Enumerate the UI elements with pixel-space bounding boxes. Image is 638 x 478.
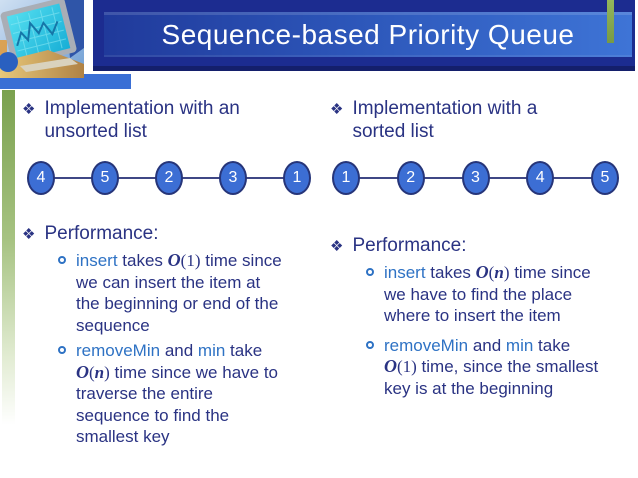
sequence-node: 1 (283, 161, 311, 195)
sequence-node: 3 (461, 161, 490, 195)
left-heading: ❖ Implementation with an unsorted list (22, 97, 290, 143)
left-green-bar (2, 90, 15, 425)
right-heading-text: Implementation with a sorted list (352, 98, 538, 142)
node-label: 4 (36, 169, 46, 186)
left-performance-list: insert takes O(1) time since we can inse… (58, 250, 284, 448)
banner-bottom-edge (93, 66, 635, 71)
insert-sorted-text: insert takes O(n) time since we have to … (384, 262, 591, 325)
title-banner: Sequence-based Priority Queue (93, 0, 635, 71)
computer-photo-art (0, 0, 84, 78)
circle-bullet-icon (58, 346, 66, 354)
sequence-node: 4 (526, 161, 555, 195)
sequence-node: 5 (591, 161, 619, 195)
sequence-node: 3 (219, 161, 247, 195)
node-label: 2 (164, 169, 174, 186)
diamond-bullet-icon: ❖ (330, 238, 344, 255)
removemin-unsorted-text: removeMin and min take O(n) time since w… (76, 341, 279, 446)
left-performance-label: Performance: (44, 223, 159, 244)
diamond-bullet-icon: ❖ (330, 101, 344, 118)
list-item: removeMin and min take O(n) time since w… (58, 340, 284, 448)
unsorted-list-diagram: 4 5 2 3 1 (27, 161, 311, 195)
node-label: 3 (471, 169, 480, 186)
sequence-node: 1 (332, 161, 360, 195)
insert-unsorted-text: insert takes O(1) time since we can inse… (76, 250, 282, 335)
sequence-node: 4 (27, 161, 55, 195)
banner-green-accent (607, 0, 614, 43)
node-label: 1 (341, 169, 351, 186)
node-label: 2 (406, 169, 416, 186)
node-label: 1 (292, 169, 302, 186)
node-label: 3 (228, 169, 238, 186)
list-item: insert takes O(1) time since we can inse… (58, 250, 284, 336)
right-heading: ❖ Implementation with a sorted list (330, 97, 598, 143)
sequence-node: 5 (91, 161, 119, 195)
circle-bullet-icon (366, 340, 374, 349)
computer-photo (0, 0, 84, 78)
node-label: 5 (100, 169, 110, 186)
left-heading-text: Implementation with an unsorted list (44, 98, 240, 142)
circle-bullet-icon (58, 256, 66, 264)
list-item: insert takes O(n) time since we have to … (366, 262, 602, 327)
title-banner-inner: Sequence-based Priority Queue (104, 12, 632, 57)
right-performance-label: Performance: (352, 235, 467, 256)
list-item: removeMin and min take O(1) time, since … (366, 335, 602, 400)
right-performance-heading: ❖ Performance: (330, 234, 467, 258)
diamond-bullet-icon: ❖ (22, 226, 36, 243)
page-title: Sequence-based Priority Queue (161, 18, 575, 50)
sequence-node: 2 (396, 161, 425, 195)
left-performance-heading: ❖ Performance: (22, 222, 159, 246)
circle-bullet-icon (366, 268, 374, 276)
node-label: 4 (535, 169, 545, 186)
removemin-sorted-text: removeMin and min take O(1) time, since … (384, 335, 599, 398)
node-label: 5 (600, 169, 610, 186)
diamond-bullet-icon: ❖ (22, 101, 36, 118)
sorted-list-diagram: 1 2 3 4 5 (332, 161, 619, 195)
sequence-node: 2 (155, 161, 183, 195)
right-performance-list: insert takes O(n) time since we have to … (366, 262, 602, 399)
